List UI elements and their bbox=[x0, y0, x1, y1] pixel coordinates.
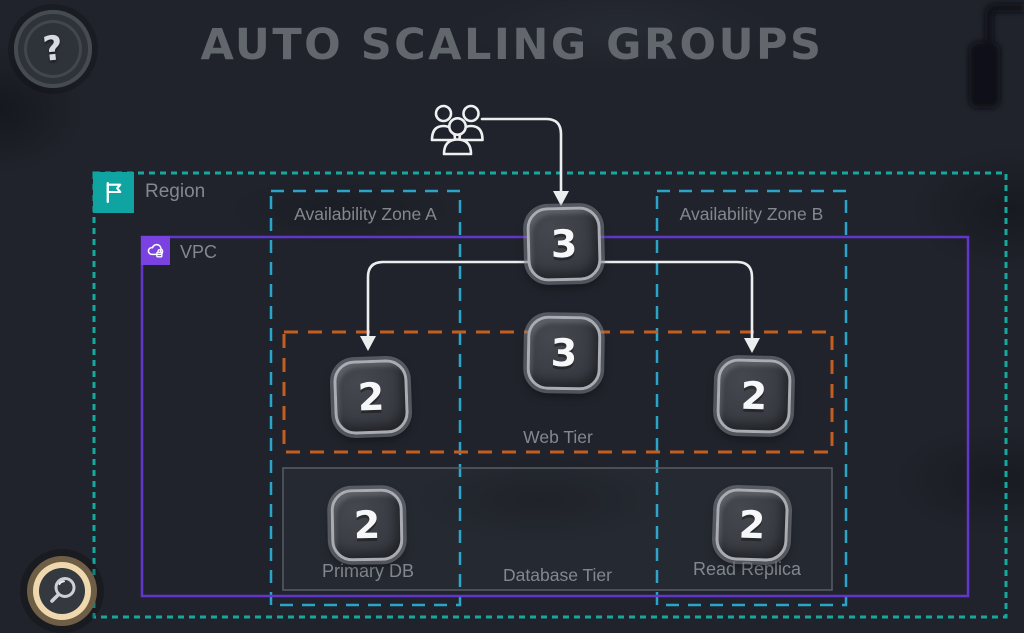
cloud-lock-icon bbox=[147, 243, 163, 257]
load-balancer-tile[interactable]: 3 bbox=[526, 206, 602, 282]
region-label: Region bbox=[145, 181, 206, 202]
read-replica-label: Read Replica bbox=[692, 559, 802, 579]
zoom-button-ring bbox=[33, 562, 91, 620]
magnifier-icon bbox=[50, 577, 76, 603]
primary-db-tile[interactable]: 2 bbox=[330, 488, 404, 562]
zoom-button[interactable] bbox=[27, 556, 97, 626]
arrow-users-to-load-balancer bbox=[480, 117, 569, 206]
asg-count: 3 bbox=[550, 330, 578, 376]
vpc-badge bbox=[141, 236, 170, 265]
web-zone-a-count: 2 bbox=[357, 374, 385, 420]
zoom-button-core bbox=[39, 568, 85, 614]
page-title: AUTO SCALING GROUPS bbox=[200, 20, 824, 70]
load-balancer-count: 3 bbox=[550, 221, 578, 267]
zone-b-label: Availability Zone B bbox=[679, 204, 824, 224]
question-mark-icon: ? bbox=[41, 28, 65, 70]
web-zone-b-count: 2 bbox=[740, 373, 768, 419]
primary-db-label: Primary DB bbox=[321, 561, 414, 581]
user-group-icon bbox=[430, 104, 484, 156]
read-replica-count: 2 bbox=[738, 502, 766, 548]
region-badge bbox=[93, 172, 134, 213]
primary-db-count: 2 bbox=[353, 502, 381, 548]
asg-tile[interactable]: 3 bbox=[526, 315, 602, 391]
vpc-label: VPC bbox=[180, 242, 218, 262]
web-zone-b-tile[interactable]: 2 bbox=[716, 358, 792, 434]
web-zone-a-tile[interactable]: 2 bbox=[332, 358, 410, 436]
zone-a-label: Availability Zone A bbox=[294, 204, 437, 224]
help-button[interactable]: ? bbox=[14, 10, 92, 88]
flag-icon bbox=[106, 181, 122, 204]
read-replica-tile[interactable]: 2 bbox=[714, 487, 790, 563]
